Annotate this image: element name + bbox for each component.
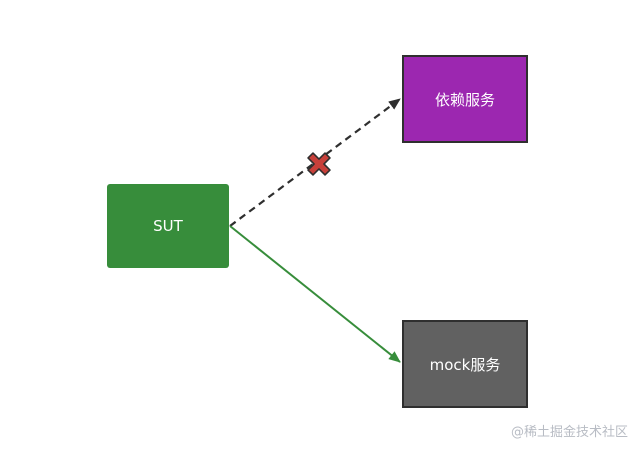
node-mock-service: mock服务 [402, 320, 528, 408]
cross-icon [307, 152, 331, 176]
watermark: @稀土掘金技术社区 [510, 425, 628, 440]
node-sut: SUT [107, 184, 229, 268]
node-dependency-service: 依赖服务 [402, 55, 528, 143]
edge-sut-to-mock [229, 225, 401, 363]
node-dependency-service-label: 依赖服务 [434, 90, 495, 109]
node-mock-service-label: mock服务 [429, 355, 501, 374]
node-sut-label: SUT [153, 217, 183, 235]
